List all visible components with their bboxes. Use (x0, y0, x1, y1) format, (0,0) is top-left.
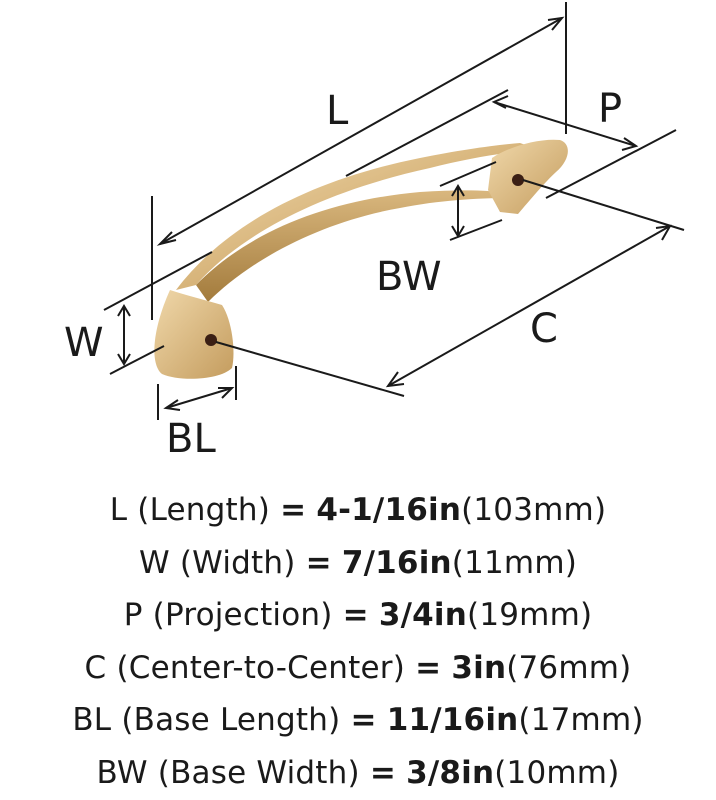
spec-inches: 4-1/16in (316, 492, 462, 528)
spec-equals: = (350, 702, 377, 739)
spec-millimeters: (76mm) (506, 649, 632, 686)
spec-equals: = (415, 649, 442, 686)
spec-inches: 7/16in (341, 544, 452, 581)
spec-name: (Base Width) (157, 754, 360, 791)
label-L: L (326, 88, 349, 134)
spec-millimeters: (103mm) (461, 492, 607, 528)
dimension-base-length: BL (157, 366, 237, 462)
spec-inches: 3/4in (378, 597, 468, 634)
handle-front-face (196, 190, 512, 302)
spec-width: W (Width) = 7/16in(11mm) (0, 537, 716, 590)
spec-code: L (109, 492, 128, 528)
spec-code: BW (96, 754, 148, 791)
dimension-projection: P (345, 86, 677, 199)
spec-projection: P (Projection) = 3/4in(19mm) (0, 589, 716, 642)
spec-code: C (84, 649, 107, 686)
label-C: C (530, 306, 558, 352)
spec-base-length: BL (Base Length) = 11/16in(17mm) (0, 694, 716, 747)
spec-length: L (Length) = 4-1/16in(103mm) (0, 484, 716, 537)
spec-millimeters: (17mm) (518, 702, 644, 739)
spec-inches: 3in (451, 649, 507, 686)
spec-equals: = (369, 754, 397, 791)
spec-name: (Length) (137, 492, 271, 528)
label-W: W (64, 320, 104, 366)
handle-illustration (154, 139, 568, 379)
dimension-spec-list: L (Length) = 4-1/16in(103mm) W (Width) =… (0, 484, 716, 800)
handle-left-base (154, 290, 234, 379)
label-BW: BW (376, 254, 442, 300)
spec-inches: 11/16in (386, 702, 519, 739)
handle-dimension-diagram: L P BW C W (64, 2, 685, 462)
right-mounting-hole (512, 174, 524, 186)
spec-millimeters: (10mm) (494, 754, 620, 791)
spec-name: (Base Length) (121, 702, 341, 739)
dimension-base-width: BW (376, 161, 503, 300)
spec-millimeters: (19mm) (467, 597, 593, 634)
spec-inches: 3/8in (406, 754, 495, 791)
dimension-length: L (151, 2, 567, 320)
label-P: P (598, 86, 622, 132)
spec-code: BL (72, 702, 112, 739)
spec-center-to-center: C (Center-to-Center) = 3in(76mm) (0, 642, 716, 695)
dimension-center-to-center: C (215, 179, 685, 397)
dimension-width: W (64, 251, 213, 375)
spec-equals: = (342, 597, 369, 634)
spec-code: P (123, 597, 143, 634)
spec-name: (Projection) (152, 597, 333, 634)
spec-millimeters: (11mm) (451, 544, 578, 581)
spec-equals: = (305, 544, 332, 581)
label-BL: BL (166, 416, 216, 462)
spec-name: (Center-to-Center) (116, 649, 406, 686)
handle-right-base (488, 139, 568, 214)
left-mounting-hole (205, 334, 217, 346)
spec-base-width: BW (Base Width) = 3/8in(10mm) (0, 747, 716, 800)
spec-code: W (138, 544, 170, 581)
spec-equals: = (280, 492, 307, 528)
spec-name: (Width) (179, 544, 296, 581)
